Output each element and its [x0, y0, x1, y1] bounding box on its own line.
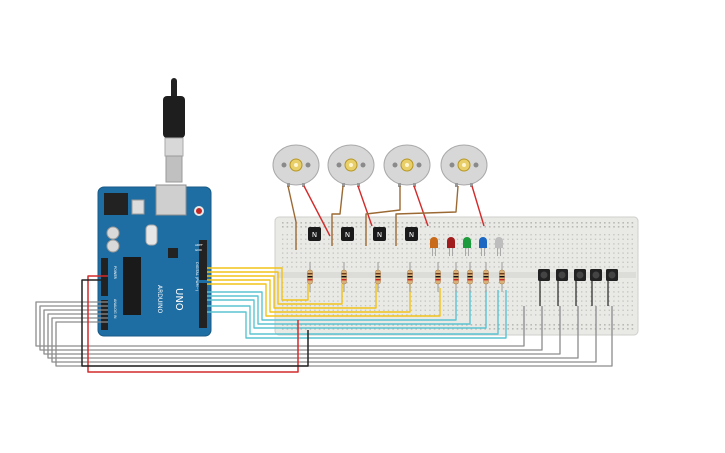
motor-2-lead-red[interactable]: [357, 185, 373, 227]
pushbutton-5[interactable]: [606, 269, 618, 306]
red-power-wire[interactable]: [87, 275, 299, 373]
resistor-2[interactable]: [341, 262, 347, 292]
motor-4-lead-brown[interactable]: [395, 185, 459, 246]
resistor-row: [307, 262, 505, 292]
npn-transistor-3[interactable]: N: [373, 227, 386, 241]
led-green[interactable]: [463, 237, 471, 256]
pushbutton-1[interactable]: [538, 269, 550, 306]
resistor-1[interactable]: [307, 262, 313, 292]
cyan-wire-bundle[interactable]: [207, 290, 507, 339]
usb-cable[interactable]: [163, 78, 185, 183]
power-header: [101, 258, 108, 296]
motor-3-lead-red[interactable]: [413, 185, 429, 227]
gray-wire-bundle[interactable]: [35, 301, 613, 367]
transistor-label: N: [377, 231, 382, 239]
dc-motor-1[interactable]: [272, 144, 320, 187]
dc-motor-4[interactable]: [440, 144, 488, 187]
led-row: [430, 237, 503, 256]
transistor-label: N: [345, 231, 350, 239]
power-jack: [104, 193, 128, 215]
digital-pins-label: DIGITAL (PWM~): [195, 262, 199, 292]
resistor-6[interactable]: [453, 262, 459, 292]
aref-pin-label: AREF: [195, 243, 203, 247]
motor-1-lead-brown[interactable]: [287, 185, 297, 250]
resistor-9[interactable]: [499, 262, 505, 292]
resistor-4[interactable]: [407, 262, 413, 292]
resistor-8[interactable]: [483, 262, 489, 292]
led-blue[interactable]: [479, 237, 487, 256]
pushbutton-3[interactable]: [574, 269, 586, 306]
npn-transistor-2[interactable]: N: [341, 227, 354, 241]
wires: [35, 185, 613, 373]
digital-header-top: [199, 240, 207, 280]
pushbutton-row: [538, 269, 618, 306]
dc-motor-2[interactable]: [327, 144, 375, 187]
transistor-label: N: [312, 231, 317, 239]
gnd-pin-label: GND: [195, 248, 203, 252]
resistor-3[interactable]: [375, 262, 381, 292]
npn-transistor-4[interactable]: N: [405, 227, 418, 241]
arduino-uno-board[interactable]: UNO ARDUINO DIGITAL (PWM~) ANALOG IN POW…: [97, 184, 212, 337]
led-red[interactable]: [447, 237, 455, 256]
board-model-label: UNO: [173, 288, 184, 311]
led-orange[interactable]: [430, 237, 438, 256]
npn-transistor-1[interactable]: N: [308, 227, 321, 241]
transistor-label: N: [409, 231, 414, 239]
motor-4-lead-red[interactable]: [471, 185, 485, 227]
usb-port: [155, 184, 187, 216]
pushbutton-4[interactable]: [590, 269, 602, 306]
yellow-wire-bundle[interactable]: [207, 267, 441, 317]
power-pins-label: POWER: [113, 266, 117, 280]
led-white[interactable]: [495, 237, 503, 256]
motor-1-lead-red[interactable]: [303, 185, 331, 237]
analog-pins-label: ANALOG IN: [113, 299, 117, 319]
resistor-5[interactable]: [435, 262, 441, 292]
breadboard-holes: [282, 222, 634, 330]
resistor-7[interactable]: [467, 262, 473, 292]
motor-3-lead-brown[interactable]: [365, 186, 401, 246]
dc-motor-3[interactable]: [383, 144, 431, 187]
atmega-chip: [123, 257, 141, 315]
motor-2-lead-brown[interactable]: [331, 185, 344, 246]
motor-row: [272, 144, 488, 187]
pushbutton-2[interactable]: [556, 269, 568, 306]
black-ground-wire[interactable]: [81, 279, 309, 367]
digital-header-bottom: [199, 283, 207, 328]
analog-header: [101, 300, 108, 330]
board-brand-label: ARDUINO: [156, 285, 163, 314]
